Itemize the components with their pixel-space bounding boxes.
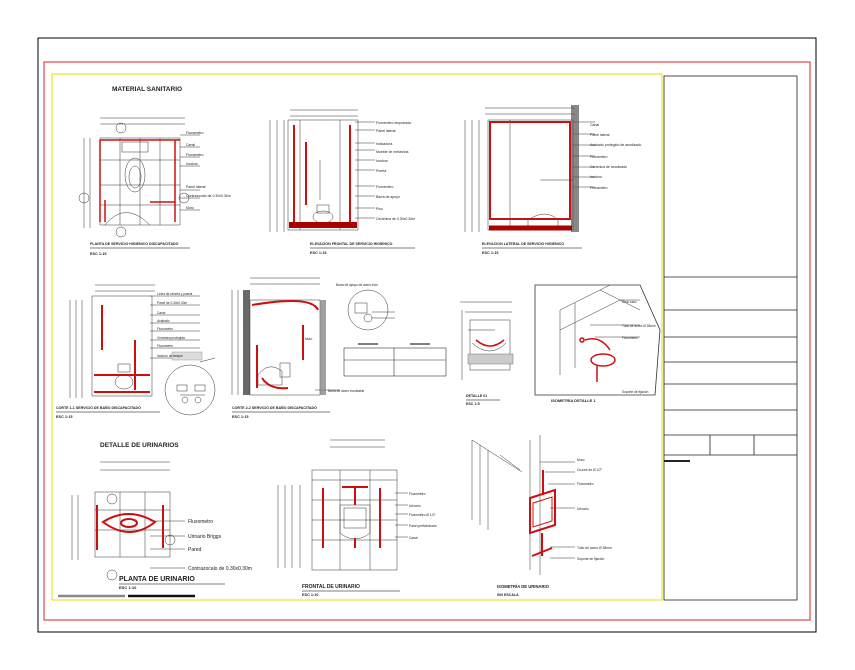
svg-text:Inodoro: Inodoro xyxy=(186,162,198,166)
svg-text:Fluxometro: Fluxometro xyxy=(186,153,204,157)
svg-text:Barra de apoyo de acero inox: Barra de apoyo de acero inox xyxy=(336,283,378,287)
svg-text:Canal: Canal xyxy=(157,311,166,315)
cut-1-scale: ESC 1:15 xyxy=(56,415,72,419)
svg-text:Cerámica protegida: Cerámica protegida xyxy=(157,336,185,340)
svg-text:Indicadora: Indicadora xyxy=(376,142,392,146)
red-border xyxy=(43,61,811,621)
svg-text:Muro: Muro xyxy=(305,337,312,341)
iso-label-1: Tubo de acero Ø 38mm xyxy=(622,324,656,328)
svg-text:Inodoro: Inodoro xyxy=(590,175,602,179)
urinal-iso-label-4: Tubo de acero Ø 38mm xyxy=(577,546,612,550)
outer-frame xyxy=(37,37,817,633)
svg-text:Mueble de melamina: Mueble de melamina xyxy=(376,150,409,154)
urinal-iso-scale: SIN ESCALA xyxy=(497,593,519,597)
svg-text:Urinario: Urinario xyxy=(409,504,421,508)
svg-text:Canal: Canal xyxy=(409,536,418,540)
urinal-iso-label-0: Muro xyxy=(577,458,585,462)
elev-ss-a-scale: ESC 1:15 xyxy=(310,251,326,255)
yellow-viewport xyxy=(51,73,663,601)
svg-text:Contrazocalo de 0.30x0.30m: Contrazocalo de 0.30x0.30m xyxy=(186,194,231,198)
iso-label-2: Fluxometro xyxy=(622,336,638,340)
svg-text:Cerámica de 0.30x0.30m: Cerámica de 0.30x0.30m xyxy=(376,217,415,221)
urinal-plan-label-3: Contrazocalo de 0.30x0.30m xyxy=(188,566,252,572)
svg-text:Línea de cenefa y puerta: Línea de cenefa y puerta xyxy=(157,292,192,296)
urinal-front-scale: ESC 1:10 xyxy=(302,593,318,597)
urinal-iso-label-5: Soporte de fijación xyxy=(577,557,604,561)
svg-text:Fluxometro Ø 1/2": Fluxometro Ø 1/2" xyxy=(409,513,436,517)
detail-01-title: DETALLE 01 xyxy=(466,394,487,398)
svg-text:Fluxometro: Fluxometro xyxy=(590,186,608,190)
svg-text:Cerámica de anodizado: Cerámica de anodizado xyxy=(590,165,627,169)
svg-text:Puerta: Puerta xyxy=(376,169,386,173)
svg-text:Canal: Canal xyxy=(590,123,599,127)
svg-text:Fluxometro: Fluxometro xyxy=(590,155,608,159)
urinal-iso-label-3: Urinario xyxy=(577,507,589,511)
cut-2-title: CORTE 2-2 SERVICIO DE BAÑO DISCAPACITADO xyxy=(232,405,317,410)
iso-label-3: Soporte de fijación xyxy=(622,390,649,394)
urinal-plan-label-1: Urinario Briggs xyxy=(188,534,222,540)
svg-text:Barra de acero inoxidable: Barra de acero inoxidable xyxy=(328,389,365,393)
svg-text:Inodoro: Inodoro xyxy=(376,159,388,163)
svg-text:Barra de apoyo: Barra de apoyo xyxy=(376,195,400,199)
urinal-plan-label-2: Pared xyxy=(188,547,202,553)
svg-text:Muro: Muro xyxy=(186,206,194,210)
urinal-plan-title: PLANTA DE URINARIO xyxy=(119,576,195,583)
plan-ss-title: PLANTA DE SERVICIO HIGIENICO DISCAPACITA… xyxy=(90,242,179,246)
svg-text:Panel lateral: Panel lateral xyxy=(590,133,610,137)
svg-text:Canal: Canal xyxy=(186,143,195,147)
title-block xyxy=(663,75,798,601)
urinal-plan-label-0: Fluxometro xyxy=(188,519,213,525)
urinal-plan-drawing: Fluxometro Urinario Briggs Pared Contraz… xyxy=(71,461,252,590)
urinal-iso-drawing: Muro Cruces de Ø 1/2" Fluxometro Urinari… xyxy=(471,435,612,597)
urinal-front-title: FRONTAL DE URINARIO xyxy=(302,584,360,590)
urinal-iso-label-1: Cruces de Ø 1/2" xyxy=(577,468,603,472)
iso-detail-title: ISOMETRÍA DETALLE 1 xyxy=(551,398,596,403)
svg-text:Panel prefabricado: Panel prefabricado xyxy=(409,524,437,528)
small-table xyxy=(343,343,447,377)
urinal-iso-title: ISOMETRÍA DE URINARIO xyxy=(497,584,550,589)
plan-ss-scale: ESC 1:15 xyxy=(90,252,106,256)
urinal-iso-label-2: Fluxometro xyxy=(577,482,594,486)
svg-text:Fluxometro: Fluxometro xyxy=(409,492,426,496)
svg-text:Panel de 0.30x0.30m: Panel de 0.30x0.30m xyxy=(157,301,187,305)
svg-text:Acabado protegido de anodizado: Acabado protegido de anodizado xyxy=(590,143,641,147)
svg-text:Inodoro de tanque: Inodoro de tanque xyxy=(157,354,183,358)
svg-text:Panel lateral: Panel lateral xyxy=(376,129,396,133)
svg-text:Fluxometro: Fluxometro xyxy=(157,327,173,331)
urinal-plan-scale: ESC 1:10 xyxy=(119,585,137,590)
cut-2-scale: ESC 1:15 xyxy=(232,415,248,419)
svg-text:Fluxometro: Fluxometro xyxy=(186,131,204,135)
detail-01-drawing: DETALLE 01 ESC 1:5 xyxy=(460,301,514,406)
urinal-section-title: DETALLE DE URINARIOS xyxy=(100,442,179,449)
svg-text:Panel lateral: Panel lateral xyxy=(186,185,206,189)
elev-ss-b-title: ELEVACION LATERAL DE SERVICIO HIGIENICO xyxy=(482,242,564,246)
svg-text:Fluxometro: Fluxometro xyxy=(376,185,394,189)
cut-1-title: CORTE 1-1 SERVICIO DE BAÑO DISCAPACITADO xyxy=(56,405,141,410)
iso-detail-drawing: Cielo raso Tubo de acero Ø 38mm Fluxomet… xyxy=(534,284,661,403)
materials-section-title: MATERIAL SANITARIO xyxy=(112,86,182,93)
svg-text:Acabado: Acabado xyxy=(157,319,170,323)
elev-ss-a-title: ELEVACION FRONTAL DE SERVICIO HIGIENICO xyxy=(310,242,393,246)
svg-text:Fluxometro: Fluxometro xyxy=(157,344,173,348)
detail-01-scale: ESC 1:5 xyxy=(466,402,480,406)
svg-text:Piso: Piso xyxy=(376,207,383,211)
elev-ss-b-scale: ESC 1:15 xyxy=(482,251,498,255)
svg-text:Fluxometro empotrado: Fluxometro empotrado xyxy=(376,121,411,125)
iso-label-0: Cielo raso xyxy=(622,300,637,304)
